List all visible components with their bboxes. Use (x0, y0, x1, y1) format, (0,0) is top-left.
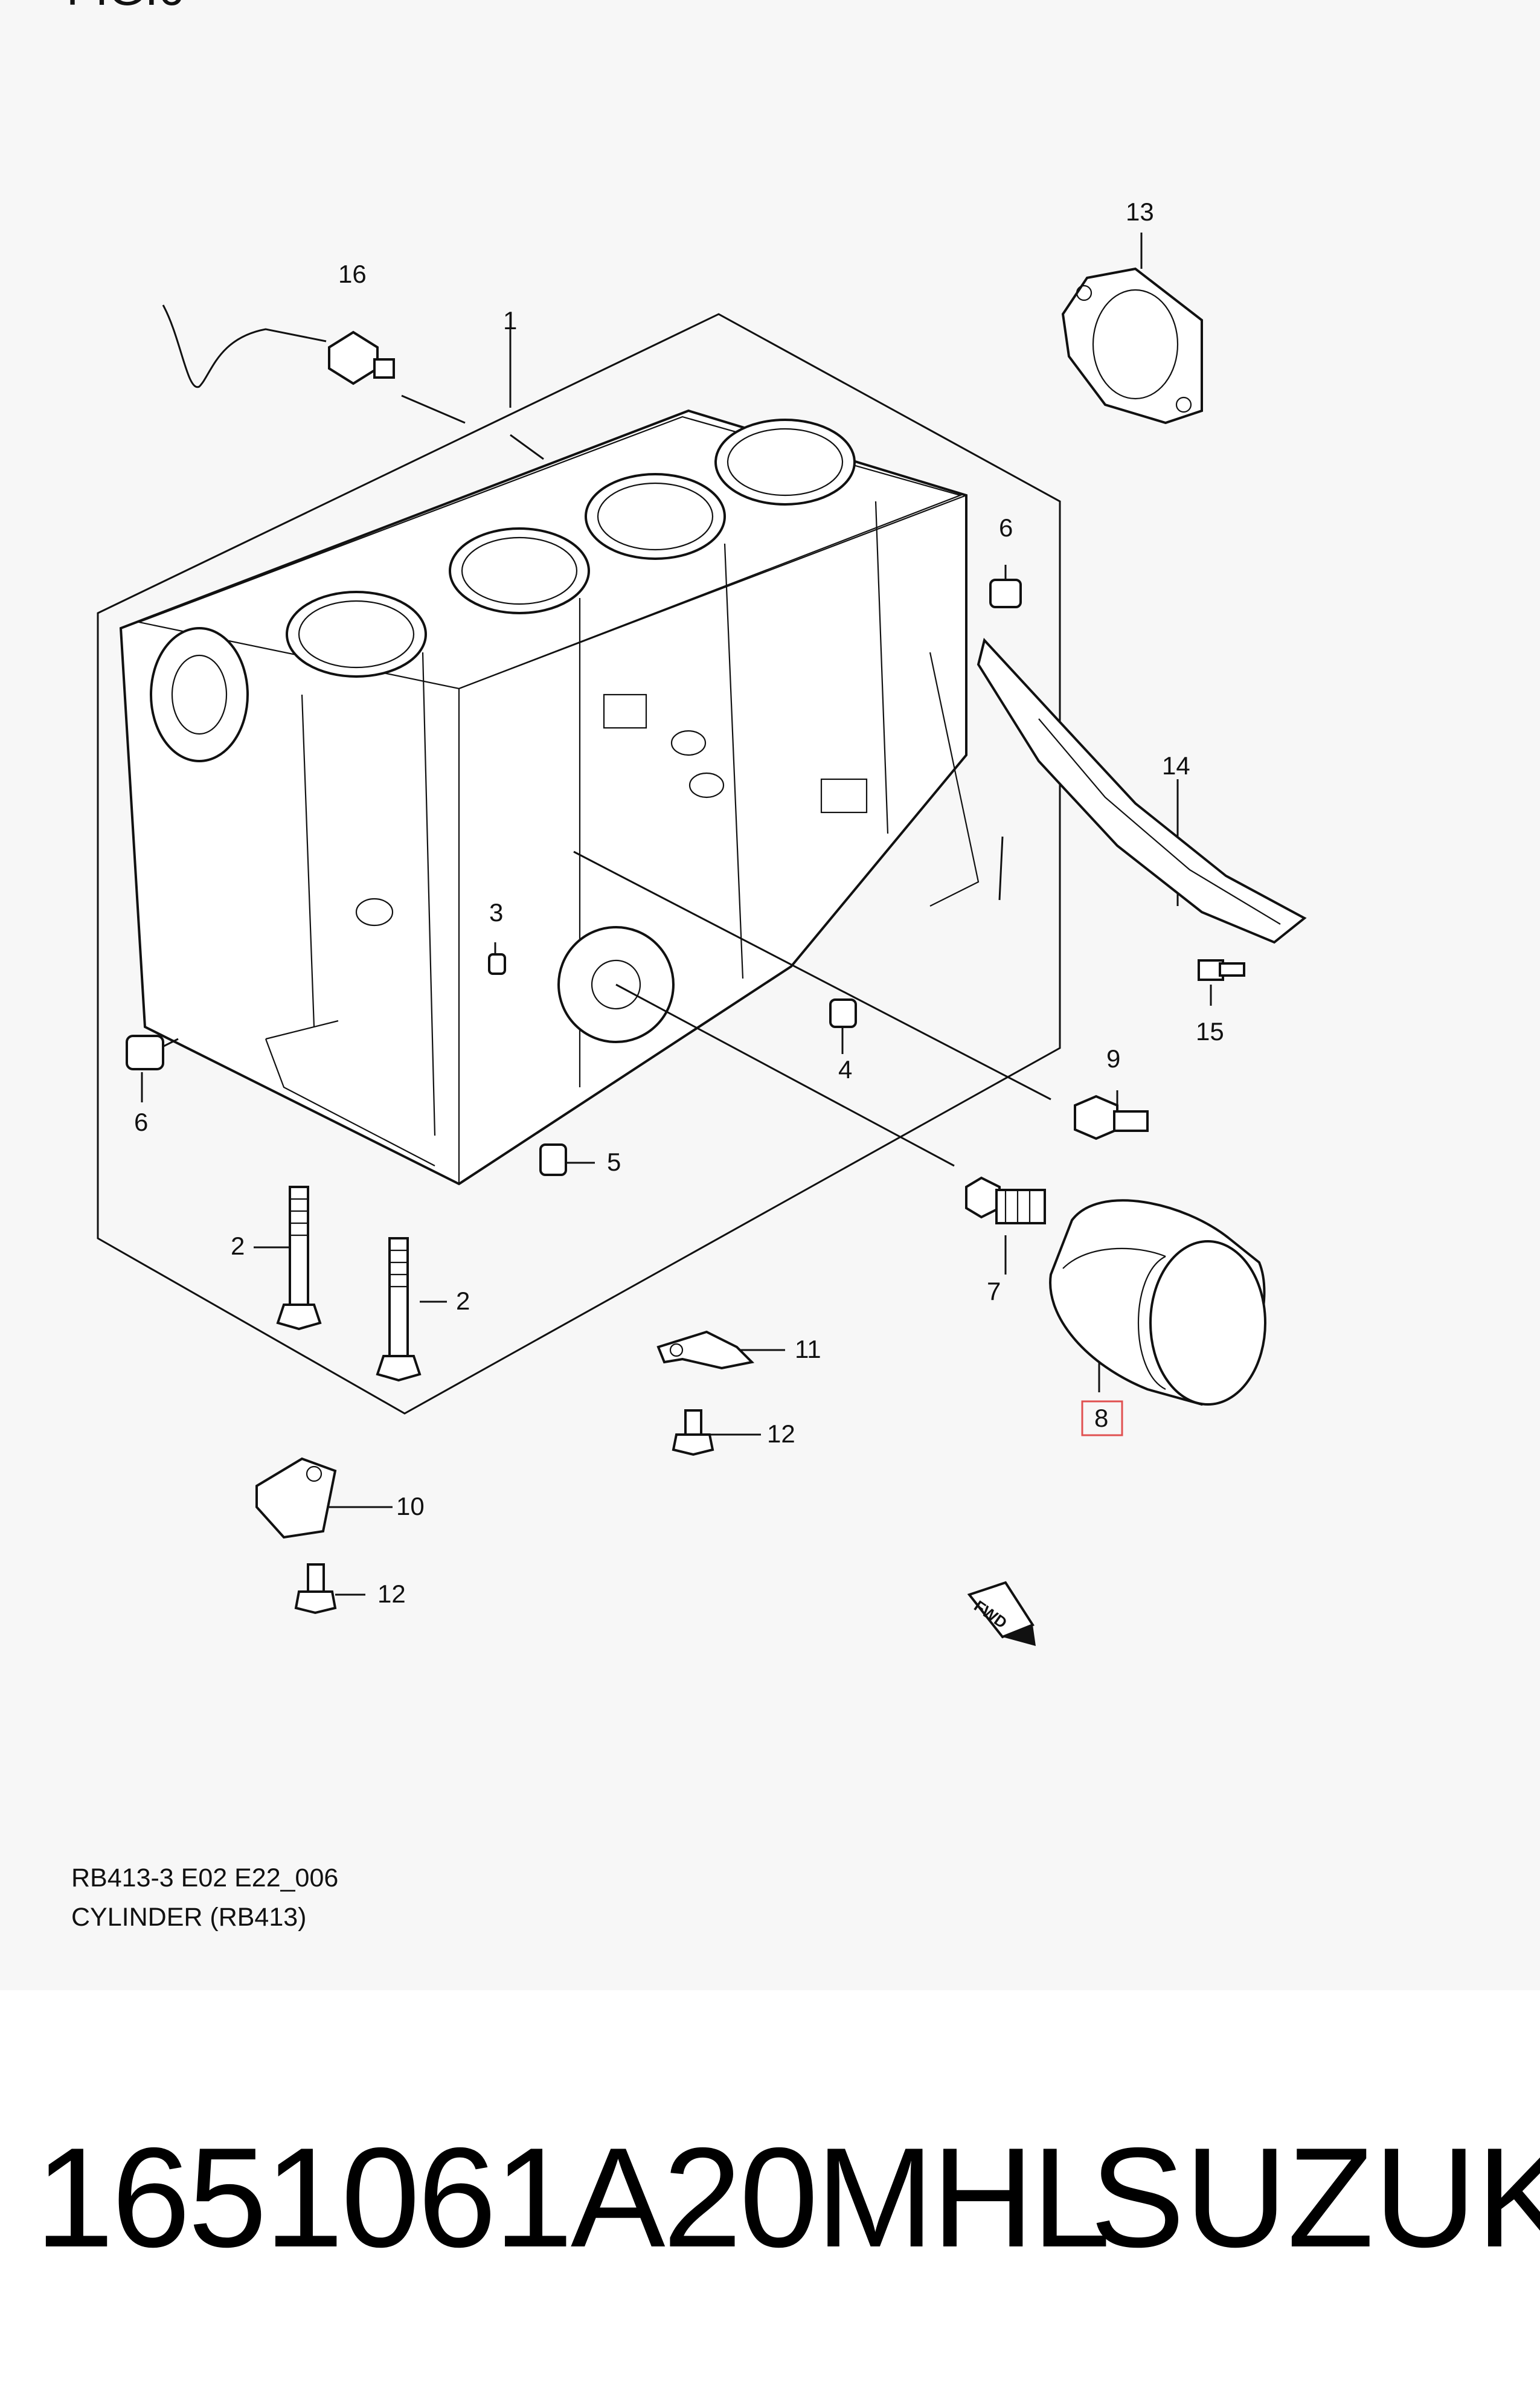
callout-2-right: 2 (456, 1287, 470, 1315)
callout-11: 11 (795, 1335, 821, 1363)
bracket-11 (656, 1330, 755, 1370)
callout-4: 4 (838, 1055, 852, 1084)
bolt-12-upper (672, 1409, 714, 1456)
union-7 (965, 1176, 1046, 1224)
gasket-14 (977, 637, 1307, 944)
plug-5 (539, 1143, 567, 1176)
bolt-2-right (376, 1237, 422, 1382)
callouts: 1 2 2 3 4 5 6 6 7 8 9 10 11 12 12 13 14 … (134, 198, 1224, 1608)
cylinder-block (119, 409, 980, 1186)
callout-12-lower: 12 (377, 1580, 406, 1608)
callout-5: 5 (607, 1148, 621, 1176)
bore-2 (449, 527, 590, 614)
callout-2-left: 2 (231, 1232, 245, 1260)
callout-6-upper: 6 (999, 513, 1013, 542)
block-frame (97, 313, 1061, 1415)
brand-name: SUZUKI (1090, 2118, 1540, 2277)
bracket-10 (255, 1457, 337, 1539)
oil-pressure-switch-9 (1074, 1095, 1149, 1140)
callout-10: 10 (396, 1492, 425, 1520)
bolt-15 (1198, 959, 1245, 981)
bolt-2-left (276, 1186, 322, 1331)
gasket-13 (1061, 267, 1203, 425)
callout-3: 3 (489, 898, 503, 927)
callout-9: 9 (1106, 1044, 1120, 1073)
callout-8: 8 (1094, 1404, 1108, 1432)
fwd-arrow: FWD (967, 1581, 1036, 1646)
callout-15: 15 (1196, 1017, 1224, 1046)
bore-3 (585, 473, 726, 560)
plug-6-upper (989, 579, 1022, 608)
jet-3 (488, 953, 506, 975)
bolt-12-lower (294, 1563, 337, 1615)
callout-12-upper: 12 (767, 1419, 795, 1448)
callout-1: 1 (503, 306, 517, 335)
callout-14: 14 (1162, 751, 1190, 780)
callout-7: 7 (987, 1277, 1001, 1305)
caption-title: CYLINDER (RB413) (71, 1903, 307, 1932)
highlight-box-8 (1081, 1400, 1123, 1436)
oil-filter-8 (1049, 1199, 1266, 1406)
callout-13: 13 (1126, 198, 1154, 226)
bore-1 (286, 591, 427, 678)
diagram-panel: FIG.6 (66, 0, 1307, 1932)
callout-16: 16 (338, 260, 367, 288)
figure-heading: FIG.6 (66, 0, 184, 15)
caption-code: RB413-3 E02 E22_006 (71, 1863, 339, 1892)
knock-sensor-16 (162, 304, 395, 388)
bore-4 (714, 419, 856, 506)
plug-4 (829, 998, 857, 1028)
exploded-parts-diagram: FIG.6 (66, 0, 1307, 1646)
part-number: 1651061A20MHL (35, 2118, 1111, 2277)
callout-6-lower: 6 (134, 1108, 148, 1136)
plug-6-lower (126, 1035, 164, 1070)
